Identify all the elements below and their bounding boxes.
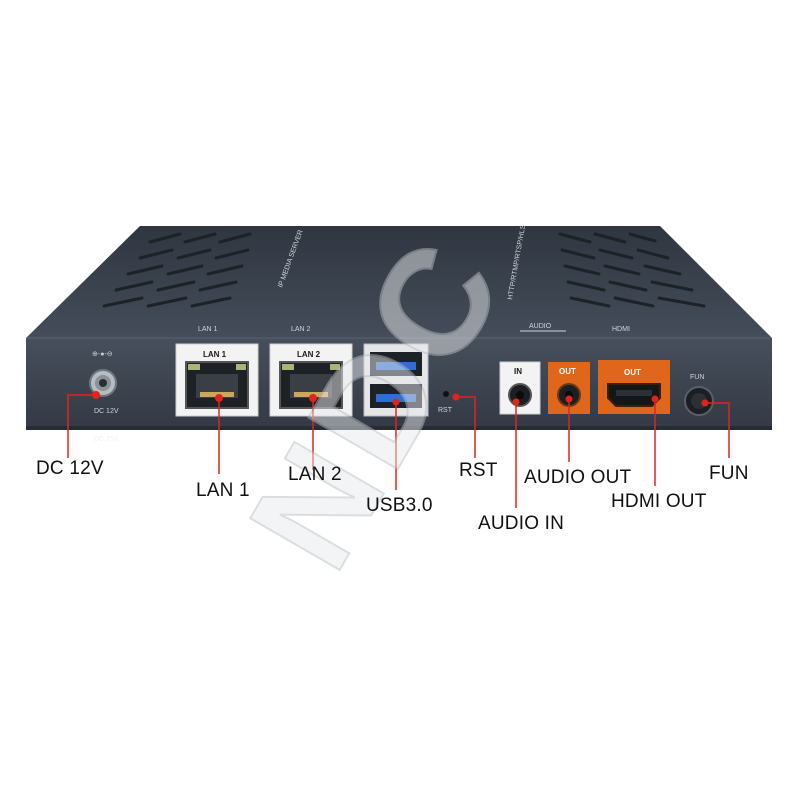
callout-lan2: LAN 2 — [288, 464, 342, 485]
lan2-port-label: LAN 2 — [297, 350, 321, 359]
callout-usb: USB3.0 — [366, 495, 433, 516]
callout-audio-in: AUDIO IN — [478, 513, 565, 534]
fun-print: FUN — [690, 374, 704, 381]
hdmi-print: HDMI — [612, 326, 630, 333]
callout-fun: FUN — [709, 463, 749, 484]
vent-slot-icon — [558, 232, 706, 308]
lan1-print: LAN 1 — [198, 326, 218, 333]
lan1-port-label: LAN 1 — [203, 350, 227, 359]
leader-rst — [456, 396, 476, 458]
ethernet-port-icon: LAN 1 — [175, 343, 259, 417]
audio-out-print: OUT — [559, 367, 576, 376]
callout-hdmi-out: HDMI OUT — [611, 491, 707, 512]
chassis-bottom-edge — [26, 426, 772, 430]
vent-slot-icon — [102, 232, 252, 308]
leader-dc12v — [67, 394, 96, 458]
hdmi-port-icon: OUT — [598, 360, 670, 414]
callout-dc12v: DC 12V — [36, 458, 104, 479]
callout-audio-out: AUDIO OUT — [524, 467, 632, 488]
ethernet-port-icon: LAN 2 — [269, 343, 353, 417]
audio-in-print: IN — [514, 367, 522, 376]
chassis-top — [26, 226, 772, 338]
leader-lines — [67, 394, 730, 508]
audio-print: AUDIO — [529, 323, 552, 330]
dc-print: DC 12V — [94, 408, 119, 415]
power-jack-icon — [89, 369, 117, 399]
callout-rst: RST — [459, 460, 498, 481]
power-polarity-print: ⊕-●-⊖ — [92, 351, 113, 358]
lan2-print: LAN 2 — [291, 326, 311, 333]
hdmi-out-print: OUT — [624, 368, 641, 377]
dc-print-reflection: DC 12V — [94, 434, 119, 441]
rst-print: RST — [438, 407, 453, 414]
reset-hole-icon — [443, 391, 460, 401]
audio-jack-icon: IN — [499, 361, 541, 415]
callout-lan1: LAN 1 — [196, 480, 250, 501]
fun-button-icon — [684, 386, 714, 416]
leader-fun — [705, 402, 730, 458]
